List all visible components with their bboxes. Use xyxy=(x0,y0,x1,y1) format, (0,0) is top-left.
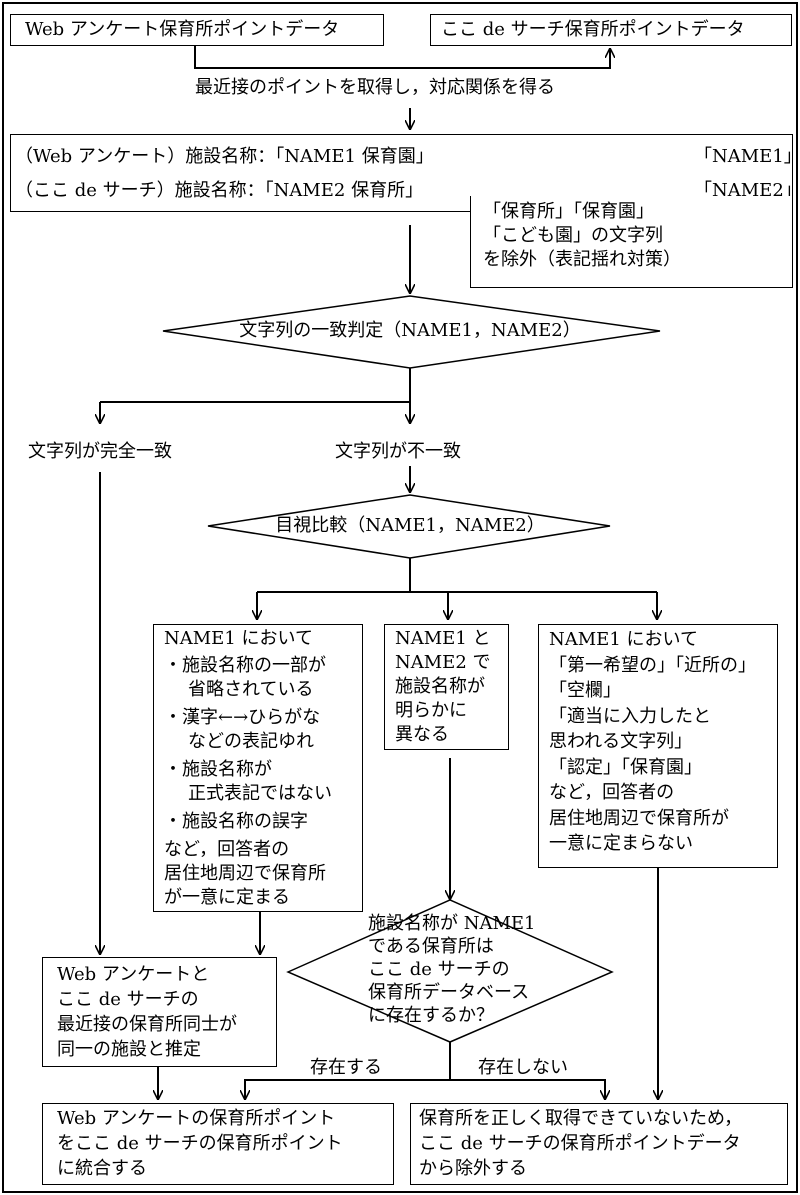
web-name-target: 「NAME1」 xyxy=(694,146,800,167)
decision2-diamond xyxy=(207,494,611,559)
case-right-line: 「適当に入力したと xyxy=(549,705,711,727)
merge-result-box: Web アンケートの保育所ポイント をここ de サーチの保育所ポイント に統合… xyxy=(42,1103,394,1185)
koko-name-target: 「NAME2」 xyxy=(694,180,800,201)
case-left-footer: など，回答者の xyxy=(164,839,290,860)
exclude-note-line: 「こども園」の文字列 xyxy=(483,225,663,246)
exclude-note-box: 「保育所」「保育園」 「こども園」の文字列 を除外（表記揺れ対策） xyxy=(470,196,793,288)
estimate-line: ここ de サーチの xyxy=(57,989,199,1010)
case-right-line: NAME1 において xyxy=(549,629,698,650)
case-left-bullet-cont: などの表記ゆれ xyxy=(188,731,314,752)
nearest-note: 最近接のポイントを取得し，対応関係を得る xyxy=(195,76,555,100)
case-right-line: 思われる文字列」 xyxy=(549,731,693,752)
decision1-label: 文字列の一致判定（NAME1，NAME2） xyxy=(239,320,581,341)
exclude-line: 保育所を正しく取得できていないため， xyxy=(419,1108,743,1129)
decision2-label: 目視比較（NAME1，NAME2） xyxy=(275,515,545,536)
case-mid-line: NAME2 で xyxy=(395,652,491,673)
web-points-label: Web アンケート保育所ポイントデータ xyxy=(25,19,340,40)
decision1-diamond xyxy=(162,295,661,369)
estimate-line: 最近接の保育所同士が xyxy=(57,1014,237,1035)
case-left-bullet: ・施設名称が xyxy=(164,759,272,780)
koko-points-label: ここ de サーチ保育所ポイントデータ xyxy=(441,19,745,40)
decision3-line: に存在するか？ xyxy=(368,1005,494,1026)
decision3-line: ここ de サーチの xyxy=(368,959,510,980)
exists-label: 存在する xyxy=(310,1057,382,1078)
case-mid-line: 施設名称が xyxy=(395,676,485,697)
connector-split1 xyxy=(100,401,410,424)
case-left-bullet: ・施設名称の一部が xyxy=(164,655,326,676)
case-left-bullet-cont: 正式表記ではない xyxy=(188,783,332,804)
not-exists-label: 存在しない xyxy=(478,1057,568,1078)
case-right-line: 居住地周辺で保育所が xyxy=(549,807,729,829)
exclude-note-line: を除外（表記揺れ対策） xyxy=(483,249,681,270)
mismatch-label: 文字列が不一致 xyxy=(335,441,461,462)
case-right-line: 一意に定まらない xyxy=(549,833,693,854)
web-name-line: （Web アンケート）施設名称：「NAME1 保育園」 xyxy=(15,146,434,167)
case-mid-line: 明らかに xyxy=(395,700,467,721)
exclude-line: から除外する xyxy=(419,1158,527,1179)
exclude-result-box: 保育所を正しく取得できていないため， ここ de サーチの保育所ポイントデータ … xyxy=(410,1103,788,1185)
case-left-footer: 居住地周辺で保育所 xyxy=(164,863,326,884)
estimate-box: Web アンケートと ここ de サーチの 最近接の保育所同士が 同一の施設と推… xyxy=(42,957,277,1067)
decision3-label: 施設名称が NAME1 である保育所は ここ de サーチの 保育所データベース… xyxy=(368,912,536,1027)
merge-line: Web アンケートの保育所ポイント xyxy=(57,1108,336,1129)
decision3-line: である保育所は xyxy=(368,936,494,957)
match-label: 文字列が完全一致 xyxy=(28,441,172,462)
case-left-bullet-cont: 省略されている xyxy=(188,679,314,700)
exclude-line: ここ de サーチの保育所ポイントデータ xyxy=(419,1133,741,1154)
decision3-diamond xyxy=(286,899,614,1043)
case-right-line: など，回答者の xyxy=(549,782,675,803)
web-points-box: Web アンケート保育所ポイントデータ xyxy=(10,14,384,46)
decision3-line: 保育所データベース xyxy=(368,982,530,1003)
koko-points-box: ここ de サーチ保育所ポイントデータ xyxy=(430,14,792,46)
case-left-bullet: ・漢字←→ひらがな xyxy=(164,707,321,728)
case-right-box: NAME1 において 「第一希望の」「近所の」 「空欄」 「適当に入力したと 思… xyxy=(538,624,778,868)
estimate-line: 同一の施設と推定 xyxy=(57,1039,201,1060)
merge-line: をここ de サーチの保育所ポイント xyxy=(57,1133,343,1154)
case-left-heading: NAME1 において xyxy=(164,628,313,649)
case-right-line: 「認定」「保育園」 xyxy=(549,756,702,778)
case-mid-line: 異なる xyxy=(395,724,449,745)
connector-exists xyxy=(245,1079,450,1100)
merge-line: に統合する xyxy=(57,1158,147,1179)
estimate-line: Web アンケートと xyxy=(57,964,210,985)
case-right-line: 「第一希望の」「近所の」 xyxy=(549,654,756,676)
case-right-line: 「空欄」 xyxy=(549,680,621,701)
case-mid-box: NAME1 と NAME2 で 施設名称が 明らかに 異なる xyxy=(384,624,509,750)
decision3-line: 施設名称が NAME1 xyxy=(368,913,536,934)
koko-name-line: （ここ de サーチ）施設名称：「NAME2 保育所」 xyxy=(15,180,424,201)
exclude-note-line: 「保育所」「保育園」 xyxy=(483,201,654,222)
case-left-bullet: ・施設名称の誤字 xyxy=(164,811,308,832)
case-left-footer: が一意に定まる xyxy=(164,887,290,908)
connector-not-exists xyxy=(450,1079,605,1100)
connector-top-merge xyxy=(194,46,610,69)
case-mid-line: NAME1 と xyxy=(395,628,491,649)
case-left-box: NAME1 において ・施設名称の一部が 省略されている ・漢字←→ひらがな な… xyxy=(153,624,363,912)
